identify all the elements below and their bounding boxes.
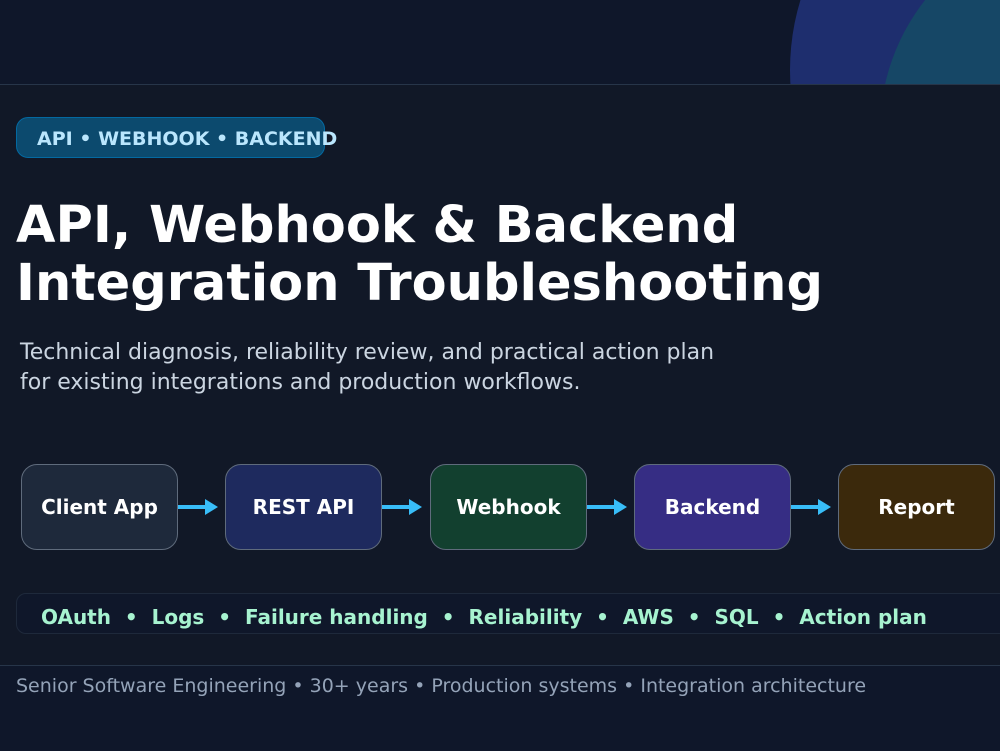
skill-chip: Action plan	[799, 605, 927, 629]
skill-chip: AWS	[622, 605, 674, 629]
skills-separator: •	[204, 605, 245, 629]
footer-credentials: Senior Software Engineering • 30+ years …	[16, 675, 867, 697]
flow-node-report: Report	[838, 464, 995, 550]
main-card	[0, 84, 1000, 666]
flow-node-backend: Backend	[634, 464, 791, 550]
skills-separator: •	[110, 605, 152, 629]
skill-chip: Logs	[151, 605, 205, 629]
page-title-line-1: API, Webhook & Backend	[16, 196, 739, 255]
skill-chip: OAuth	[41, 605, 111, 629]
skills-separator: •	[673, 605, 715, 629]
skills-separator: •	[758, 605, 800, 629]
skills-separator: •	[582, 605, 623, 629]
skills-bar	[16, 593, 1000, 634]
subtitle-line-1: Technical diagnosis, reliability review,…	[20, 340, 715, 365]
category-tag-pill	[16, 117, 325, 158]
page-title-line-2: Integration Troubleshooting	[16, 254, 823, 313]
flow-node-webhook: Webhook	[430, 464, 587, 550]
flow-arrow-4	[791, 499, 831, 515]
flow-arrow-3	[587, 499, 627, 515]
skill-chip: Failure handling	[244, 605, 428, 629]
skill-chip: SQL	[714, 605, 759, 629]
flow-node-client-app: Client App	[21, 464, 178, 550]
skill-chip: Reliability	[468, 605, 583, 629]
skills-list: OAuth • Logs • Failure handling • Reliab…	[41, 605, 927, 629]
subtitle-line-2: for existing integrations and production…	[20, 370, 581, 395]
flow-arrow-2	[382, 499, 422, 515]
category-tag-label: API • WEBHOOK • BACKEND	[37, 128, 338, 150]
skills-separator: •	[427, 605, 469, 629]
flow-node-rest-api: REST API	[225, 464, 382, 550]
flow-arrow-1	[178, 499, 218, 515]
